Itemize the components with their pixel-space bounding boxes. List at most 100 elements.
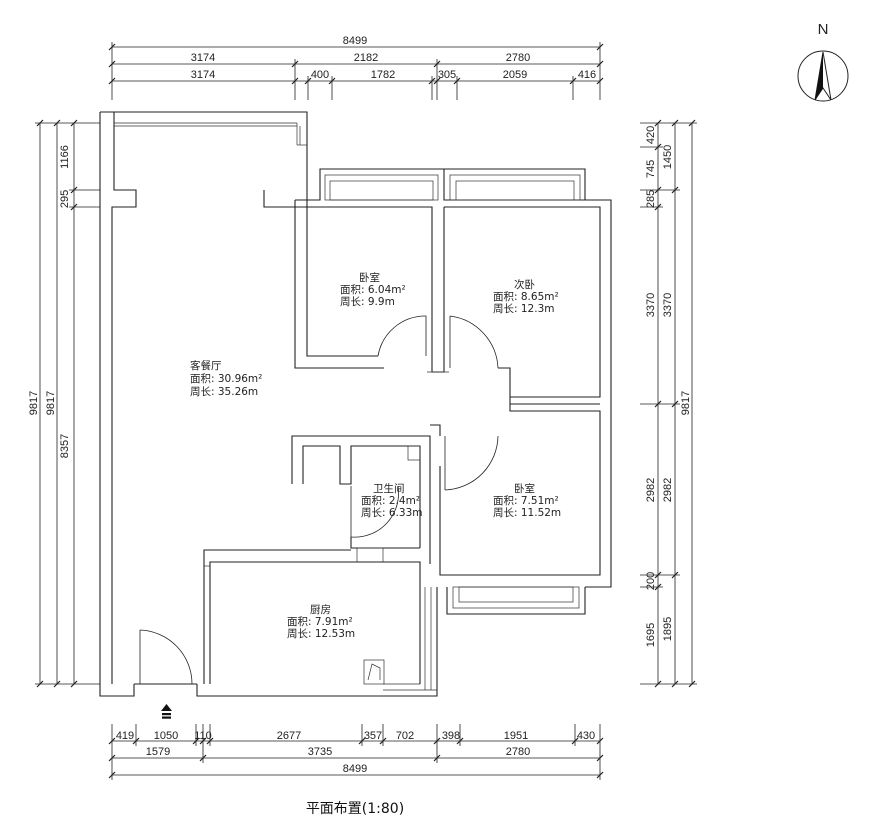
dim-bot-2-0: 1579 xyxy=(146,746,170,758)
room-labels: 客餐厅 面积: 30.96m² 周长: 35.26m 卧室 面积: 6.04m²… xyxy=(190,271,561,640)
room-kitchen-perimeter: 周长: 12.53m xyxy=(287,628,355,640)
wall-bed2-right xyxy=(444,206,601,405)
wall-right-outer xyxy=(585,199,612,588)
dim-bot-1-2: 110 xyxy=(194,730,212,742)
wall-bedroom1-top xyxy=(307,206,433,316)
room-bedroom3-perimeter: 周长: 11.52m xyxy=(493,507,561,519)
room-bedroom3-area: 面积: 7.51m² xyxy=(493,495,559,507)
room-bathroom-perimeter: 周长: 6.33m xyxy=(361,507,422,519)
dim-left-inner: 9817 xyxy=(45,391,57,415)
dim-right-in-4: 2982 xyxy=(645,478,657,502)
doors xyxy=(139,315,499,685)
walls xyxy=(99,111,612,697)
dim-bot-1-5: 702 xyxy=(396,730,414,742)
dim-right-in-0: 420 xyxy=(645,126,657,144)
wall-bathroom-bottom xyxy=(350,537,420,549)
dim-bot-1-7: 1951 xyxy=(504,730,528,742)
wall-bedroom1-inner xyxy=(306,207,378,357)
dim-bot-1-0: 419 xyxy=(116,730,134,742)
wall-top-mid xyxy=(295,168,601,201)
dim-right-out-3: 1895 xyxy=(662,617,674,641)
wall-bedroom3-window xyxy=(446,587,586,615)
dim-left-1: 295 xyxy=(59,190,71,208)
dim-bot-2-2: 2780 xyxy=(506,746,530,758)
room-living-perimeter: 周长: 35.26m xyxy=(190,386,258,398)
room-living-name: 客餐厅 xyxy=(190,359,222,372)
room-bathroom-area: 面积: 2.4m² xyxy=(361,495,420,507)
wall-bed2-top xyxy=(444,168,586,200)
wall-door-pillar xyxy=(431,316,445,373)
north-label: N xyxy=(818,21,829,38)
dim-bot-total: 8499 xyxy=(343,763,367,775)
room-bedroom2-perimeter: 周长: 12.3m xyxy=(493,303,554,315)
room-bedroom1-area: 面积: 6.04m² xyxy=(340,284,406,296)
wall-bedroom3-top-jamb xyxy=(430,424,441,436)
room-bedroom1-name: 卧室 xyxy=(359,271,380,284)
dim-right-out-0: 1450 xyxy=(662,145,674,169)
dim-top-3-1: 400 xyxy=(311,69,329,81)
wall-living-left-inner xyxy=(111,112,137,684)
wall-bathroom-top xyxy=(291,435,431,564)
dim-bot-1-4: 357 xyxy=(364,730,382,742)
room-bathroom-name: 卫生间 xyxy=(373,482,405,495)
dim-right-in-1: 745 xyxy=(645,160,657,178)
dim-left-0: 1166 xyxy=(59,145,71,169)
dim-right-in-6: 1695 xyxy=(645,623,657,647)
dim-right-total: 9817 xyxy=(680,391,692,415)
compass-circle xyxy=(797,50,849,102)
door-bedroom2 xyxy=(449,315,499,369)
dim-top-2-0: 3174 xyxy=(191,52,215,64)
entrance-icon xyxy=(161,704,172,719)
dim-right-in-2: 285 xyxy=(645,190,657,208)
door-bathroom xyxy=(350,485,399,538)
wall-bedroom1-left xyxy=(294,200,384,369)
wall-kitchen-left xyxy=(203,549,351,684)
dim-right-in-5: 200 xyxy=(645,572,657,590)
door-entry xyxy=(139,629,193,685)
room-bedroom2-area: 面积: 8.65m² xyxy=(493,291,559,303)
door-bedroom1 xyxy=(377,315,427,357)
compass: N xyxy=(797,21,849,102)
bottom-dimensions: 419 1050 110 2677 357 702 398 1951 430 1… xyxy=(108,724,604,780)
wall-kitchen-bottom xyxy=(196,587,438,697)
dim-top-2-2: 2780 xyxy=(506,52,530,64)
bathroom-shaft xyxy=(407,445,421,461)
dim-top-total: 8499 xyxy=(343,35,367,47)
dim-top-3-5: 416 xyxy=(578,69,596,81)
top-dimensions: 8499 3174 2182 2780 3174 400 1782 305 20… xyxy=(108,35,604,100)
window-bedroom1 xyxy=(324,174,439,201)
wall-kitchen-inner xyxy=(209,561,421,684)
room-living-area: 面积: 30.96m² xyxy=(190,373,262,385)
room-bedroom3-name: 卧室 xyxy=(514,482,535,495)
door-bedroom3 xyxy=(444,435,499,491)
kitchen-flue-icon xyxy=(363,659,385,685)
bathroom-door-step xyxy=(356,547,384,563)
room-kitchen-name: 厨房 xyxy=(310,603,331,616)
dim-right-in-3: 3370 xyxy=(645,293,657,317)
window-bedroom3 xyxy=(452,586,580,609)
dim-left-2: 8357 xyxy=(59,434,71,458)
plan-title: 平面布置(1:80) xyxy=(306,801,404,817)
dim-bot-1-8: 430 xyxy=(577,730,595,742)
dim-top-3-0: 3174 xyxy=(191,69,215,81)
dim-bot-2-1: 3735 xyxy=(308,746,332,758)
dim-right-out-1: 3370 xyxy=(662,293,674,317)
room-kitchen-area: 面积: 7.91m² xyxy=(287,616,353,628)
window-bedroom2 xyxy=(449,174,581,201)
room-bedroom2-name: 次卧 xyxy=(514,278,535,291)
dim-bot-1-3: 2677 xyxy=(277,730,301,742)
dim-top-3-3: 305 xyxy=(438,69,456,81)
dim-top-3-2: 1782 xyxy=(371,69,395,81)
dim-top-3-4: 2059 xyxy=(503,69,527,81)
right-dimensions: 420 745 285 3370 2982 200 1695 1450 3370… xyxy=(640,119,697,688)
room-bedroom1-perimeter: 周长: 9.9m xyxy=(340,296,395,308)
wall-living-left-outer xyxy=(99,112,135,697)
dim-top-2-1: 2182 xyxy=(354,52,378,64)
north-arrow-fill xyxy=(815,52,823,100)
dim-right-out-2: 2982 xyxy=(662,478,674,502)
dim-bot-1-1: 1050 xyxy=(154,730,178,742)
left-dimensions: 9817 9817 1166 295 8357 xyxy=(28,119,100,688)
wall-bedroom3 xyxy=(439,404,601,576)
dim-bot-1-6: 398 xyxy=(442,730,460,742)
